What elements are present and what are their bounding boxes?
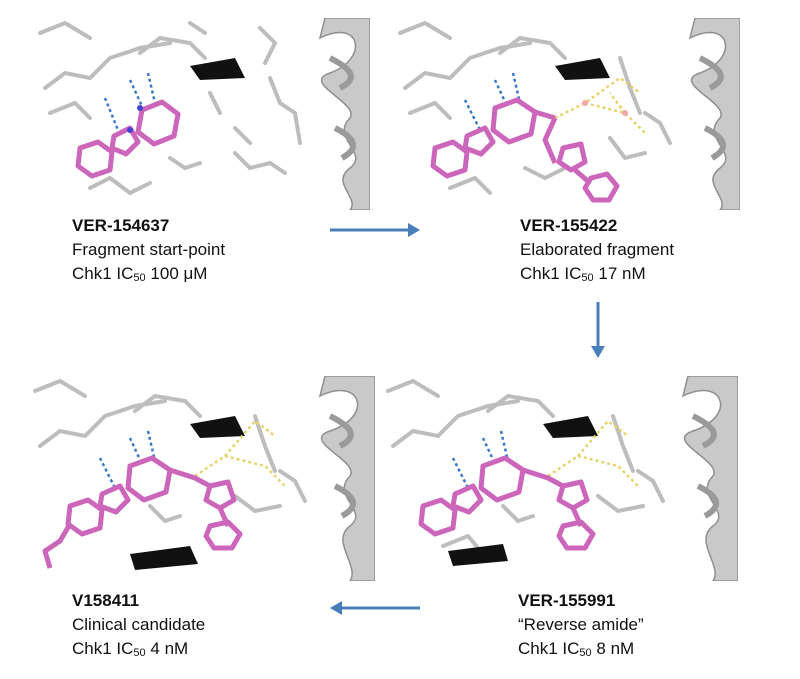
- arrow-down: [591, 302, 605, 358]
- helix-ribbon: [318, 376, 375, 581]
- step-caption-4: V158411 Clinical candidate Chk1 IC50 4 n…: [72, 589, 205, 661]
- binding-pose-image-3: [386, 376, 738, 581]
- beta-strand: [543, 416, 598, 438]
- compound-description: Clinical candidate: [72, 615, 206, 634]
- compound-potency: Chk1 IC50 4 nM: [72, 639, 189, 659]
- arrow-left: [330, 601, 420, 615]
- structure-panel-2: [395, 18, 740, 210]
- compound-potency: Chk1 IC50 100 μM: [72, 264, 208, 284]
- compound-potency: Chk1 IC50 8 nM: [518, 639, 635, 659]
- beta-strand: [555, 58, 610, 80]
- beta-strand-lower: [130, 546, 198, 570]
- compound-potency: Chk1 IC50 17 nM: [520, 264, 646, 284]
- step-caption-3: VER-155991 “Reverse amide” Chk1 IC50 8 n…: [518, 589, 644, 661]
- step-caption-2: VER-155422 Elaborated fragment Chk1 IC50…: [520, 214, 674, 286]
- water-bridges: [554, 76, 646, 134]
- structure-panel-1: [30, 18, 370, 210]
- hydrogen-bonds: [463, 72, 522, 131]
- protein-residues: [386, 378, 665, 556]
- compound-description: “Reverse amide”: [518, 615, 644, 634]
- helix-ribbon: [681, 376, 738, 581]
- water-molecules: [582, 100, 628, 116]
- hydrogen-bonds: [103, 72, 157, 131]
- ligand-molecule: [418, 455, 596, 551]
- compound-description: Fragment start-point: [72, 240, 226, 259]
- hydrogen-bonds: [451, 430, 510, 489]
- beta-strand-lower: [448, 544, 508, 566]
- beta-strand: [190, 416, 245, 438]
- arrow-right: [330, 223, 420, 237]
- water-bridges: [547, 419, 639, 487]
- protein-residues: [33, 378, 307, 524]
- helix-ribbon: [318, 18, 370, 210]
- compound-id: V158411: [72, 591, 140, 610]
- structure-panel-3: [383, 376, 738, 581]
- beta-strand: [190, 58, 245, 80]
- protein-residues: [38, 20, 302, 196]
- protein-residues: [398, 20, 672, 195]
- helix-ribbon: [688, 18, 740, 210]
- hydrogen-bonds: [98, 430, 157, 489]
- compound-id: VER-154637: [72, 216, 170, 235]
- compound-id: VER-155422: [520, 216, 618, 235]
- ligand-molecule: [42, 455, 243, 569]
- binding-pose-image-1: [38, 18, 370, 210]
- compound-description: Elaborated fragment: [520, 240, 675, 259]
- binding-pose-image-2: [398, 18, 740, 210]
- step-caption-1: VER-154637 Fragment start-point Chk1 IC5…: [72, 214, 225, 286]
- ligand-molecule: [430, 97, 620, 203]
- structure-panel-4: [30, 376, 375, 581]
- binding-pose-image-4: [33, 376, 375, 581]
- water-bridges: [194, 419, 286, 487]
- compound-id: VER-155991: [518, 591, 616, 610]
- ligand-molecule: [75, 99, 181, 179]
